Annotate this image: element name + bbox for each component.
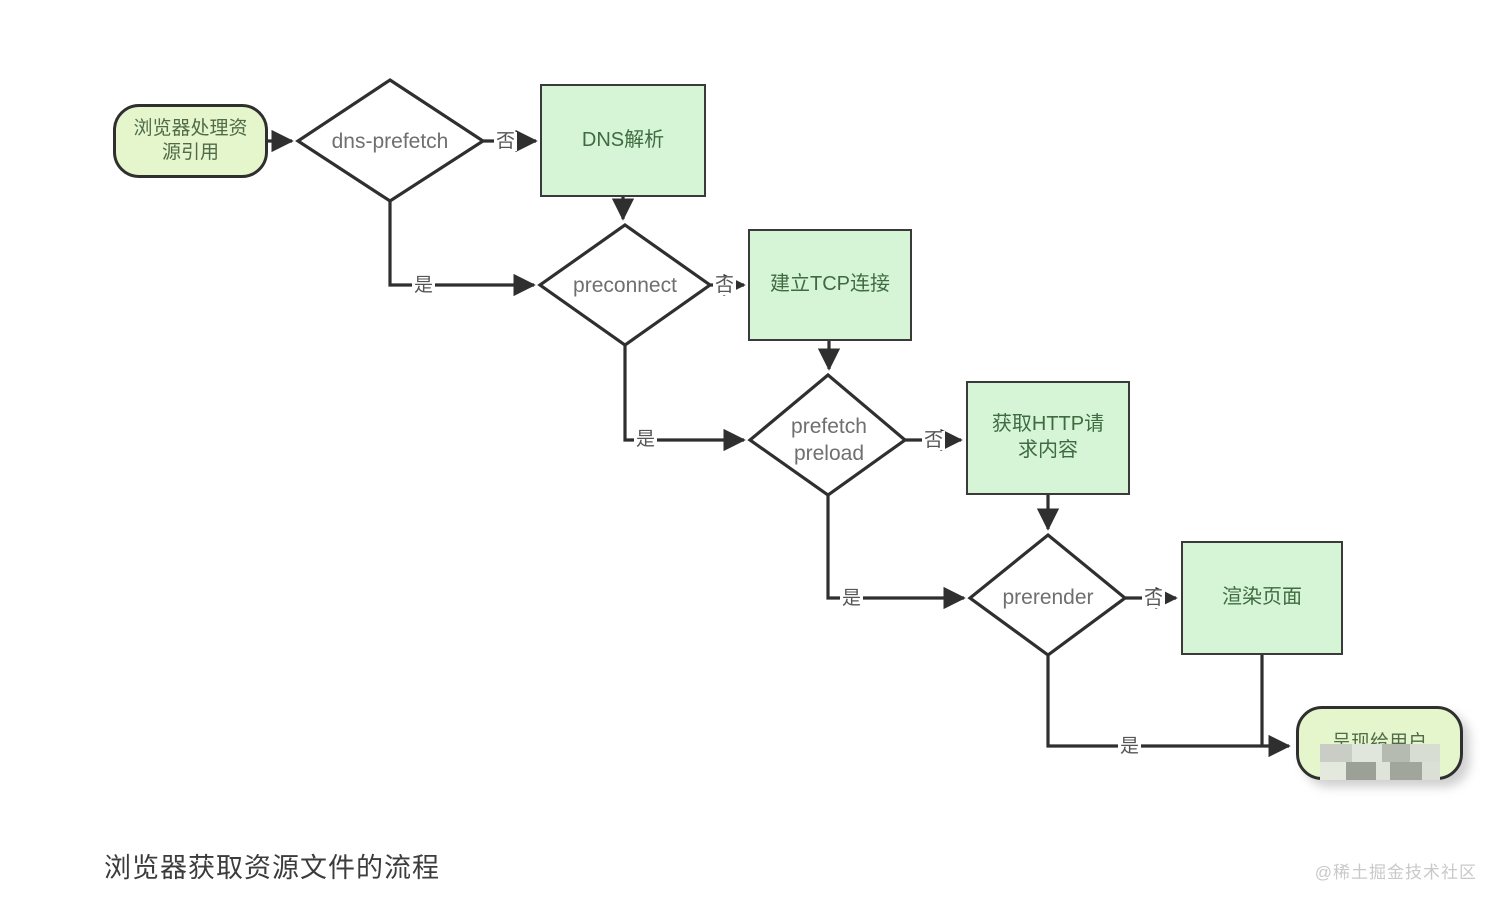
node-render-page[interactable]: 渲染页面 [1181,541,1343,655]
node-dns-resolve-label: DNS解析 [581,128,665,151]
edge-prefetch-yes [826,495,966,610]
node-tcp-connect[interactable]: 建立TCP连接 [748,229,912,341]
edge-label-prefetch-no: 否 [922,430,946,451]
decision-preconnect [537,223,713,347]
edge-dns-prefetch-yes [388,201,536,297]
edge-preconnect-yes [623,345,746,452]
node-render-page-label: 渲染页面 [1222,586,1302,609]
node-start-label: 浏览器处理资 源引用 [133,117,248,163]
edge-prerender-yes [1046,655,1291,758]
watermark: @稀土掘金技术社区 [1314,863,1477,882]
edge-label-text: 否 [924,430,944,451]
edge-label-text: 否 [1144,588,1164,609]
edge-label-dns-prefetch-yes: 是 [412,275,436,296]
edge-label-preconnect-no: 否 [713,275,737,296]
edge-label-text: 是 [842,588,862,609]
edge-label-text: 是 [414,275,434,296]
decision-prerender [967,532,1128,657]
edge-label-preconnect-yes: 是 [634,429,658,450]
figure-caption: 浏览器获取资源文件的流程 [104,853,440,883]
edge-label-prerender-no: 否 [1142,588,1166,609]
edge-label-text: 否 [715,275,735,296]
edge-label-prefetch-yes: 是 [840,588,864,609]
node-dns-resolve[interactable]: DNS解析 [540,84,706,197]
edge-label-text: 否 [496,131,516,152]
edge-label-prerender-yes: 是 [1118,736,1142,757]
node-http-request-label: 获取HTTP请 求内容 [991,413,1105,461]
node-present-label: 呈现给用户 [1331,731,1427,753]
decision-prefetch-preload [747,372,908,497]
decision-dns-prefetch [295,78,486,203]
node-http-request[interactable]: 获取HTTP请 求内容 [966,381,1130,495]
node-tcp-connect-label: 建立TCP连接 [770,273,890,296]
edge-label-text: 是 [1120,736,1140,757]
edge-label-dns-prefetch-no: 否 [494,131,518,152]
node-start[interactable]: 浏览器处理资 源引用 [113,104,268,178]
node-present[interactable]: 呈现给用户 [1296,706,1463,780]
edge-label-text: 是 [636,429,656,450]
